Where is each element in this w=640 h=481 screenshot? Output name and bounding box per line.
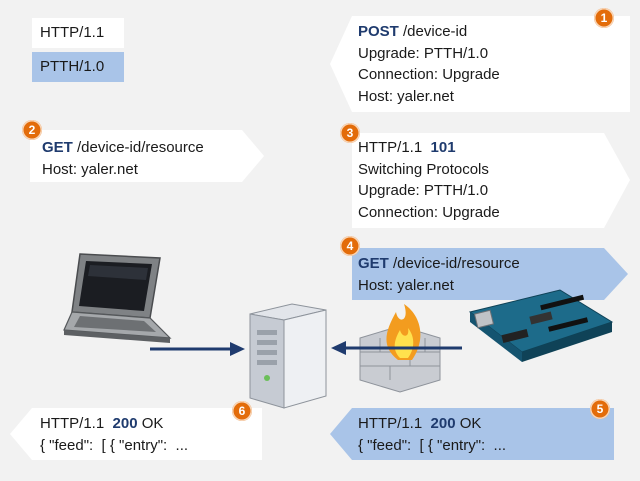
step-badge-3: 3 bbox=[340, 123, 360, 143]
message-line: Upgrade: PTTH/1.0 bbox=[358, 182, 489, 199]
legend-http-label: HTTP/1.1 bbox=[40, 24, 105, 41]
message-line: Host: yaler.net bbox=[358, 87, 454, 105]
legend-ptth: PTTH/1.0 bbox=[32, 52, 124, 82]
message-line: HTTP/1.1 101 bbox=[358, 139, 456, 156]
step-badge-2: 2 bbox=[22, 120, 42, 140]
firewall-icon bbox=[359, 304, 441, 393]
message-4-text: GET /device-id/resource Host: yaler.net bbox=[358, 253, 608, 296]
message-box-5 bbox=[330, 408, 614, 460]
message-line: HTTP/1.1 200 OK bbox=[358, 415, 482, 432]
arrow-device-to-server bbox=[331, 341, 462, 355]
message-line: Host: yaler.net bbox=[358, 276, 454, 294]
message-line: Upgrade: PTTH/1.0 bbox=[358, 44, 489, 62]
arduino-board-icon bbox=[468, 289, 614, 362]
message-box-3 bbox=[352, 133, 630, 228]
message-line: GET /device-id/resource bbox=[42, 139, 204, 156]
message-line: POST /device-id bbox=[358, 23, 468, 40]
step-badge-5: 5 bbox=[590, 399, 610, 419]
message-box-1 bbox=[330, 16, 630, 112]
message-2-text: GET /device-id/resource Host: yaler.net bbox=[42, 137, 252, 180]
message-line: { "feed": [ { "entry": ... bbox=[40, 436, 189, 454]
legend-ptth-label: PTTH/1.0 bbox=[40, 58, 105, 75]
message-line: HTTP/1.1 200 OK bbox=[40, 415, 164, 432]
step-badge-1: 1 bbox=[594, 8, 614, 28]
message-5-text: HTTP/1.1 200 OK { "feed": [ { "entry": .… bbox=[358, 413, 608, 456]
message-line: Connection: Upgrade bbox=[358, 66, 500, 83]
message-line: { "feed": [ { "entry": ... bbox=[358, 436, 507, 454]
message-3-text: HTTP/1.1 101 Switching Protocols Upgrade… bbox=[358, 137, 608, 223]
step-badge-6: 6 bbox=[232, 401, 252, 421]
step-badge-4: 4 bbox=[340, 236, 360, 256]
message-line: Connection: Upgrade bbox=[358, 203, 500, 221]
message-line: Switching Protocols bbox=[358, 160, 489, 178]
message-line: GET /device-id/resource bbox=[358, 255, 520, 272]
message-6-text: HTTP/1.1 200 OK { "feed": [ { "entry": .… bbox=[40, 413, 260, 456]
legend-http: HTTP/1.1 bbox=[32, 18, 124, 48]
message-line: Host: yaler.net bbox=[42, 160, 138, 178]
message-box-2 bbox=[30, 130, 264, 182]
arrow-laptop-to-server bbox=[150, 342, 245, 356]
message-box-6 bbox=[10, 408, 262, 460]
message-1-text: POST /device-id Upgrade: PTTH/1.0 Connec… bbox=[358, 21, 618, 107]
message-box-4 bbox=[352, 248, 628, 300]
server-icon bbox=[249, 303, 327, 409]
laptop-icon bbox=[63, 253, 172, 343]
